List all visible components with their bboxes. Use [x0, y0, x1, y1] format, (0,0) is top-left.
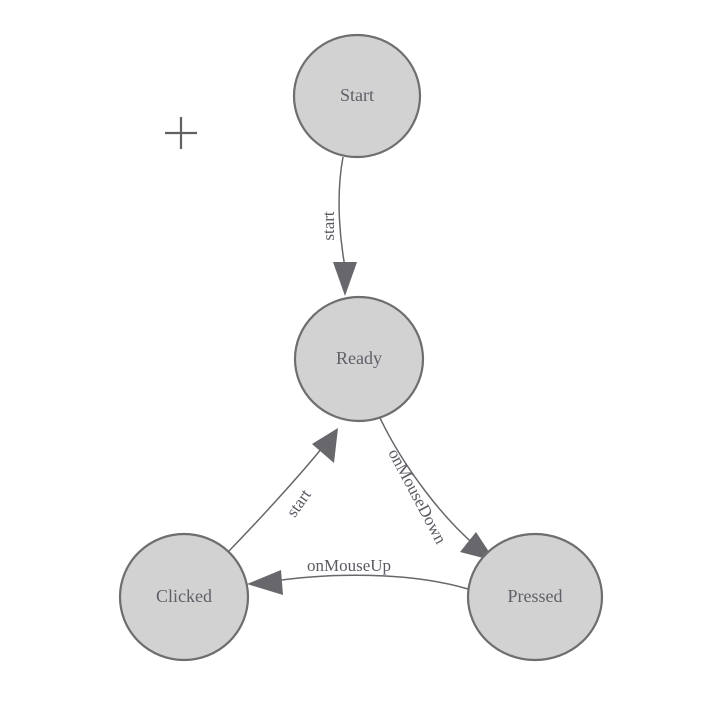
edge-ready-to-pressed[interactable]: onMouseDown [379, 417, 495, 561]
node-ready-shape[interactable] [293, 295, 425, 423]
node-start-shape[interactable] [292, 33, 422, 159]
edge-label-pressed-to-clicked: onMouseUp [307, 556, 391, 575]
node-pressed-label: Pressed [508, 586, 563, 606]
edge-label-ready-to-pressed: onMouseDown [384, 446, 450, 548]
edge-start-to-ready-arrowhead [333, 262, 357, 296]
edge-start-to-ready[interactable]: start [319, 156, 357, 296]
node-ready-label: Ready [336, 348, 382, 368]
node-clicked-shape[interactable] [118, 532, 250, 662]
edge-pressed-to-clicked-arrowhead [247, 570, 283, 595]
edge-pressed-to-clicked-line [267, 574, 469, 590]
edge-label-start-to-ready: start [319, 211, 338, 241]
edge-clicked-to-ready[interactable]: start [227, 428, 338, 553]
edge-clicked-to-ready-line [227, 447, 323, 553]
node-clicked-label: Clicked [156, 586, 212, 606]
edge-ready-to-pressed-line [379, 417, 477, 547]
edge-pressed-to-clicked[interactable]: onMouseUp [247, 556, 469, 595]
node-pressed-shape[interactable] [466, 532, 604, 662]
edge-clicked-to-ready-arrowhead [312, 428, 338, 463]
node-clicked[interactable]: Clicked [118, 532, 250, 662]
edge-start-to-ready-line [338, 156, 346, 268]
crosshair-icon[interactable] [165, 117, 197, 149]
node-start-label: Start [340, 85, 374, 105]
node-ready[interactable]: Ready [293, 295, 425, 423]
node-pressed[interactable]: Pressed [466, 532, 604, 662]
node-start[interactable]: Start [292, 33, 422, 159]
edge-label-clicked-to-ready: start [283, 485, 316, 520]
